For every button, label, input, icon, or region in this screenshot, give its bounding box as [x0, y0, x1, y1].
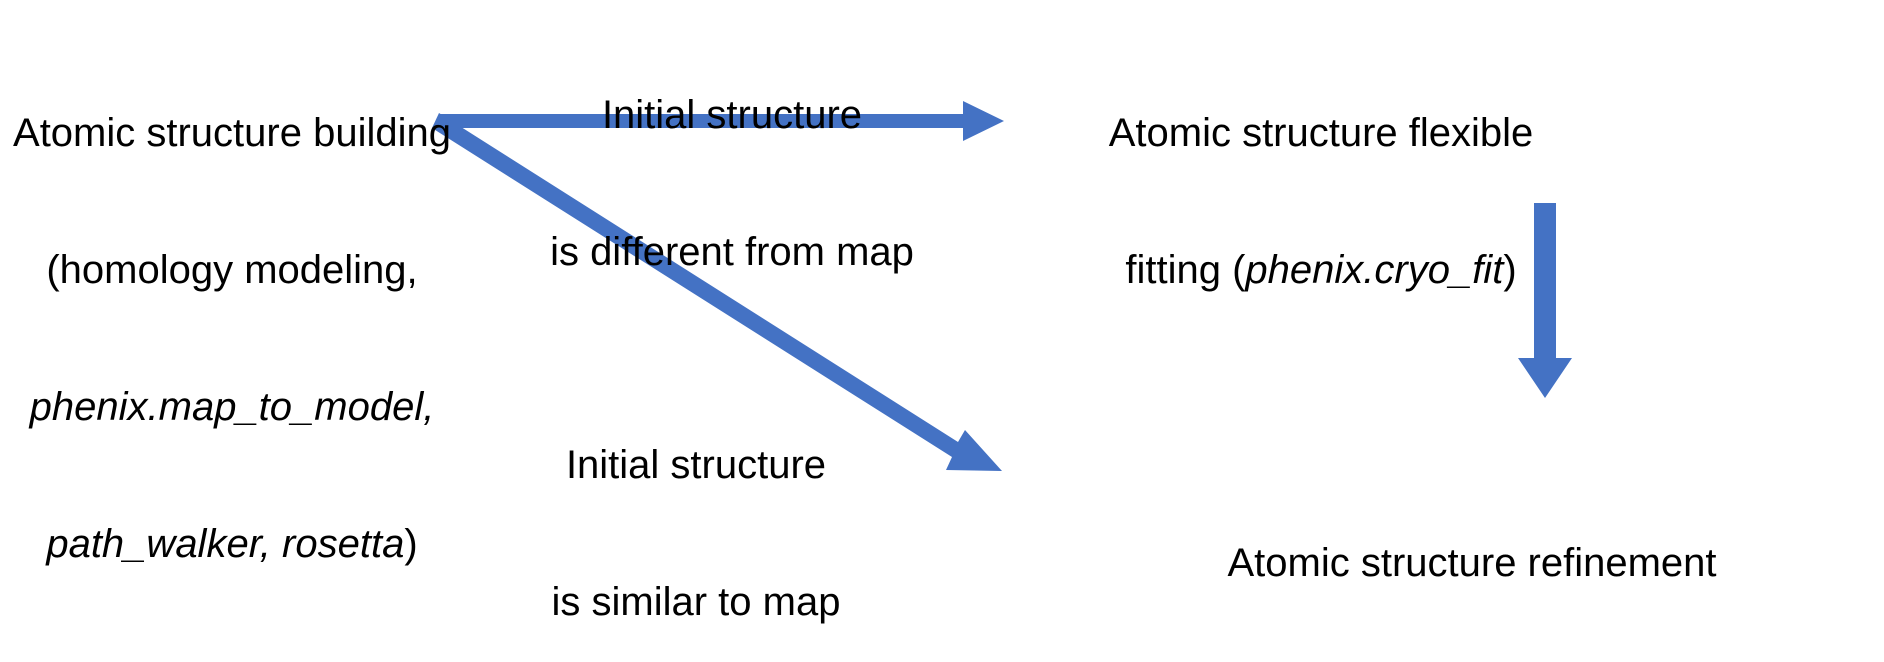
node-flexfit-prefix: fitting (	[1125, 247, 1246, 292]
node-building-line-1: Atomic structure building	[13, 111, 451, 156]
edge-label-different-line-2: is different from map	[550, 229, 914, 274]
node-atomic-structure-refinement: Atomic structure refinement (phenix.real…	[1060, 450, 1884, 662]
arrow-building-to-refinement	[432, 113, 1002, 471]
edge-label-initial-structure-different: Initial structure is different from map	[536, 2, 928, 367]
node-atomic-structure-flexible-fitting: Atomic structure flexible fitting (pheni…	[1086, 20, 1556, 385]
node-flexfit-line-2: fitting (phenix.cryo_fit)	[1086, 248, 1556, 294]
arrow-building-to-flexible-fitting	[440, 101, 1004, 141]
node-building-line-2: (homology modeling,	[46, 247, 418, 292]
edge-label-similar-line-2: is similar to map	[551, 579, 841, 624]
edge-label-similar-line-1: Initial structure	[565, 443, 827, 488]
edge-label-different-line-1: Initial structure	[601, 93, 863, 138]
edge-label-initial-structure-similar: Initial structure is similar to map	[536, 352, 856, 662]
node-building-line-4: path_walker, rosetta)	[2, 522, 462, 568]
node-atomic-structure-building: Atomic structure building (homology mode…	[2, 20, 462, 658]
node-building-line-3: phenix.map_to_model,	[29, 384, 435, 429]
node-building-tools: path_walker, rosetta	[46, 521, 405, 566]
node-flexfit-close-paren: )	[1503, 247, 1517, 292]
node-building-close-paren: )	[404, 521, 418, 566]
node-flexfit-tool: phenix.cryo_fit	[1245, 247, 1504, 292]
node-refinement-line-1: Atomic structure refinement	[1227, 541, 1717, 586]
arrow-flexible-fitting-to-refinement	[1518, 203, 1572, 398]
node-flexfit-line-1: Atomic structure flexible	[1108, 111, 1534, 156]
